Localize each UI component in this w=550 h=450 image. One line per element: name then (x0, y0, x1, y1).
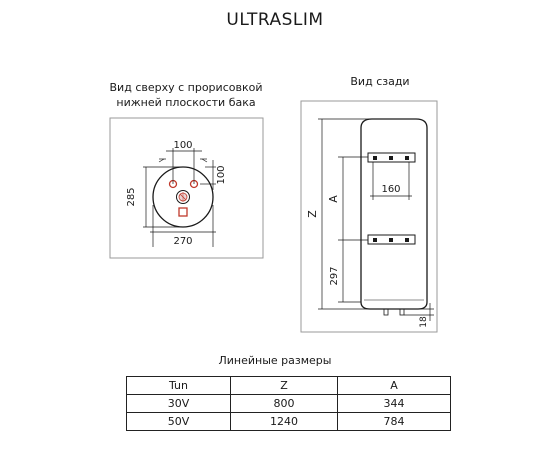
back-view-frame (300, 100, 438, 333)
anode-icon (178, 207, 188, 217)
top-view: 100 285 100 270 (109, 117, 264, 259)
dim-a-label: A (327, 195, 340, 203)
table-caption: Линейные размеры (218, 354, 332, 367)
table-header-row: Tun Z A (126, 376, 451, 395)
page-title: ULTRASLIM (226, 10, 324, 30)
bottom-pipe-right (399, 308, 405, 316)
header-z: Z (230, 376, 338, 395)
dim-pipe-spacing-label: 100 (173, 140, 192, 151)
table-cell: 800 (230, 394, 338, 413)
top-view-caption-line2: нижней плоскости бака (116, 96, 256, 109)
top-view-frame (109, 117, 264, 259)
technical-drawing: 100 285 100 270 (109, 100, 438, 333)
back-view: Z A 297 160 18 (300, 100, 438, 333)
dim-offset-label: 100 (216, 165, 227, 184)
dimensions-table: Tun Z A 30V 800 344 50V 1240 784 (126, 376, 451, 431)
table-row: 30V 800 344 (126, 394, 451, 413)
header-type: Tun (126, 376, 231, 395)
lower-bracket (367, 234, 416, 245)
top-view-caption: Вид сверху с прорисовкой нижней плоскост… (106, 80, 266, 110)
bottom-pipe-left (383, 308, 389, 316)
back-view-caption: Вид сзади (350, 75, 410, 88)
table-cell: 50V (126, 412, 231, 431)
table-cell: 784 (337, 412, 451, 431)
dim-z-label: Z (306, 210, 319, 218)
header-a: A (337, 376, 451, 395)
upper-bracket (367, 152, 416, 163)
dim-bracket-width-label: 160 (381, 184, 400, 195)
tank-bottom (360, 301, 428, 310)
top-view-caption-line1: Вид сверху с прорисовкой (109, 81, 263, 94)
dim-depth-label: 285 (126, 187, 137, 206)
table-cell: 1240 (230, 412, 338, 431)
dim-pipe-height-label: 18 (419, 316, 429, 328)
tank-top (360, 118, 428, 129)
flange-outer-icon (176, 190, 190, 204)
dim-width-label: 270 (173, 236, 192, 247)
table-row: 50V 1240 784 (126, 412, 451, 431)
table-cell: 30V (126, 394, 231, 413)
table-cell: 344 (337, 394, 451, 413)
dim-bottom-label: 297 (329, 266, 340, 285)
